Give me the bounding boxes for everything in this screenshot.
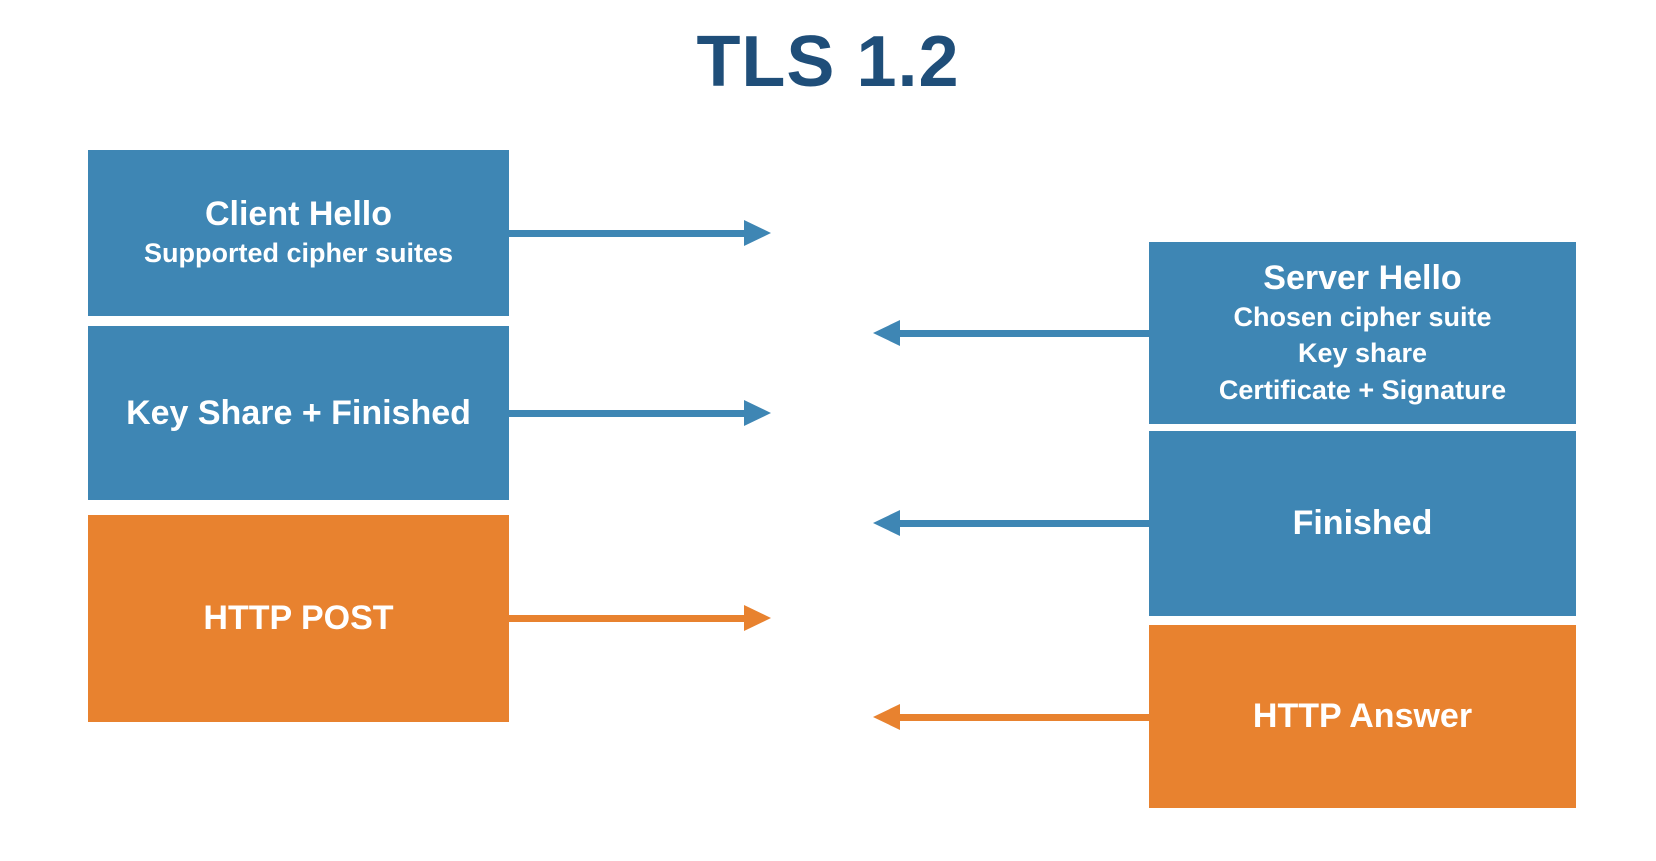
arrow-line xyxy=(900,713,1149,721)
arrow-right-icon xyxy=(744,220,771,246)
client-hello-box: Client Hello Supported cipher suites xyxy=(88,150,509,316)
key-share-label: Key share xyxy=(1297,338,1428,369)
http-answer-arrow xyxy=(873,703,1149,731)
finished-label: Finished xyxy=(1292,504,1433,543)
arrow-line xyxy=(509,229,744,237)
server-hello-arrow xyxy=(873,319,1149,347)
http-post-arrow xyxy=(509,604,771,632)
server-hello-label: Server Hello xyxy=(1263,258,1462,297)
http-post-box: HTTP POST xyxy=(88,515,509,722)
arrow-line xyxy=(900,329,1149,337)
finished-arrow xyxy=(873,509,1149,537)
arrow-right-icon xyxy=(744,400,771,426)
finished-box: Finished xyxy=(1149,431,1576,616)
chosen-cipher-suite-label: Chosen cipher suite xyxy=(1233,301,1492,332)
arrow-left-icon xyxy=(873,320,900,346)
arrow-line xyxy=(509,409,744,417)
client-hello-label: Client Hello xyxy=(204,195,393,234)
key-share-finished-arrow xyxy=(509,399,771,427)
http-answer-box: HTTP Answer xyxy=(1149,625,1576,808)
arrow-left-icon xyxy=(873,704,900,730)
supported-cipher-suites-label: Supported cipher suites xyxy=(143,238,454,269)
arrow-left-icon xyxy=(873,510,900,536)
key-share-finished-box: Key Share + Finished xyxy=(88,326,509,500)
arrow-line xyxy=(509,614,744,622)
page-title: TLS 1.2 xyxy=(696,22,960,102)
client-hello-arrow xyxy=(509,219,771,247)
arrow-line xyxy=(900,519,1149,527)
server-hello-box: Server Hello Chosen cipher suite Key sha… xyxy=(1149,242,1576,424)
arrow-right-icon xyxy=(744,605,771,631)
key-share-finished-label: Key Share + Finished xyxy=(126,393,471,432)
http-post-label: HTTP POST xyxy=(203,599,394,638)
http-answer-label: HTTP Answer xyxy=(1252,697,1473,736)
certificate-signature-label: Certificate + Signature xyxy=(1218,374,1507,405)
